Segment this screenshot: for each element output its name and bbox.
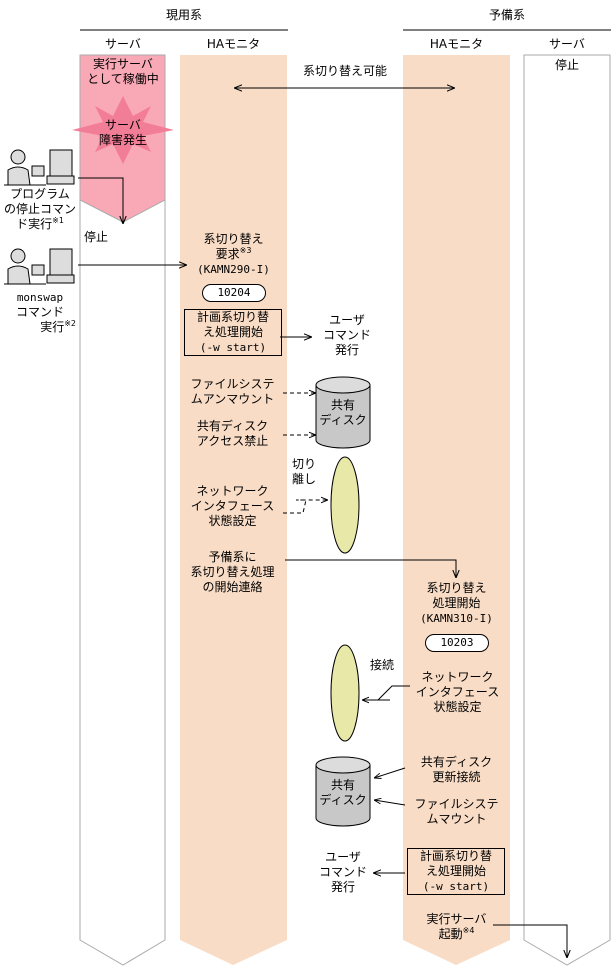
- program-stop-label: プログラム の停止コマン ド実行※1: [3, 187, 76, 231]
- active-section-title: 現用系: [165, 8, 202, 22]
- detach-label: 切り離し: [291, 457, 316, 486]
- network-b-label: ネットワーク インタフェース 状態設定: [415, 670, 500, 714]
- operator-terminal-icon: [4, 248, 75, 285]
- connect-label: 接続: [369, 658, 394, 672]
- monswap-label: monswap コマンド 実行※2: [15, 291, 76, 334]
- active-stopped-label: 停止: [84, 230, 109, 244]
- boot-label: 実行サーバ 起動※4: [426, 912, 487, 941]
- fault-label: サーバ障害発生: [98, 118, 147, 147]
- connect-arrow: [362, 685, 410, 700]
- boot-arrow: [493, 924, 567, 958]
- standby-server-header: サーバ: [549, 37, 585, 51]
- standby-ha-header: HAモニタ: [429, 37, 484, 51]
- switch-start-label: 系切り替え 処理開始 (KAMN310-I): [420, 581, 493, 625]
- user-command-label: ユーザ コマンド 発行: [322, 313, 371, 357]
- user-command-b-label: ユーザ コマンド 発行: [318, 850, 367, 894]
- network-ellipse-icon: [330, 644, 360, 742]
- reconnect-arrow: [374, 767, 406, 778]
- disk-a-label: 共有ディスク: [319, 398, 367, 427]
- switch-request-label: 系切り替え 要求※3 (KAMN290-I): [197, 232, 270, 276]
- network-a-label: ネットワーク インタフェース 状態設定: [190, 484, 275, 528]
- switchable-label: 系切り替え可能: [302, 64, 387, 78]
- plan-switch-box: 計画系切り替 え処理開始 (-w start): [184, 309, 282, 356]
- running-label: 実行サーバとして稼働中: [87, 57, 159, 86]
- start-code-badge: 10203: [425, 634, 489, 652]
- plan-switch-b-box: 計画系切り替 え処理開始 (-w start): [407, 848, 505, 895]
- network-ellipse-icon: [330, 456, 360, 554]
- request-code-badge: 10204: [202, 284, 266, 302]
- active-ha-header: HAモニタ: [206, 37, 261, 51]
- operator-terminal-icon: [4, 149, 75, 186]
- detach-arrow: [283, 500, 328, 514]
- standby-section-title: 予備系: [488, 8, 525, 22]
- access-prohibit-label: 共有ディスクアクセス禁止: [196, 419, 269, 448]
- standby-ha-column: [403, 55, 510, 965]
- mount-arrow: [374, 800, 406, 806]
- shared-disk-icon: [315, 376, 371, 449]
- notify-label: 予備系に 系切り替え処理 の開始連絡: [190, 550, 275, 594]
- shared-disk-icon: [315, 756, 371, 827]
- reconnect-label: 共有ディスク更新接続: [420, 755, 493, 784]
- starburst-icon: [72, 96, 174, 164]
- unmount-label: ファイルシステムアンマウント: [190, 377, 275, 406]
- active-server-header: サーバ: [105, 37, 141, 51]
- mount-label: ファイルシステムマウント: [414, 797, 499, 826]
- standby-stopped-label: 停止: [554, 58, 579, 72]
- notify-arrow: [285, 559, 456, 578]
- program-stop-arrow: [78, 177, 123, 224]
- standby-server-column: [523, 54, 611, 966]
- active-ha-column: [180, 55, 287, 965]
- disk-b-label: 共有ディスク: [319, 778, 367, 807]
